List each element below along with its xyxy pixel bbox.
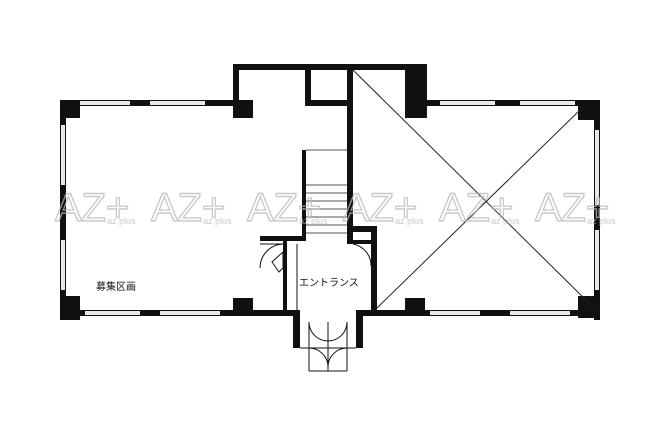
watermark-logo-text: AZ+ (343, 186, 417, 230)
recruitment-area-label: 募集区画 (96, 280, 136, 293)
window-top-left-1 (80, 101, 130, 105)
watermark-logo-text: AZ+ (535, 186, 609, 230)
window-top-left-2 (150, 101, 205, 105)
staircase (306, 149, 347, 234)
window-bottom-left-2 (160, 311, 220, 315)
watermark-sub-text: az plus (395, 216, 424, 226)
column (233, 298, 253, 316)
right-unit (347, 64, 600, 320)
window-right-2 (595, 230, 599, 290)
window-bottom-right-1 (430, 311, 480, 315)
column (578, 296, 600, 318)
column (405, 64, 427, 118)
window-top-right-1 (440, 101, 495, 105)
watermark-sub-text: az plus (203, 216, 232, 226)
watermark-logo-text: AZ+ (55, 186, 129, 230)
watermark-logo: AZ+az plus (246, 185, 328, 230)
window-left-1 (61, 125, 65, 185)
central-core (233, 64, 426, 372)
window-right-1 (595, 130, 599, 205)
watermark-logo: AZ+az plus (534, 185, 616, 230)
void-diagonal (352, 69, 595, 309)
watermark-logo: AZ+az plus (342, 185, 424, 230)
column (60, 100, 80, 118)
window-top-right-2 (520, 101, 575, 105)
window-left-2 (61, 240, 65, 290)
void-diagonal (376, 109, 581, 309)
watermark-sub-text: az plus (491, 216, 520, 226)
watermark-logo: AZ+az plus (150, 185, 232, 230)
watermark-sub-text: az plus (107, 216, 136, 226)
watermark-logo-text: AZ+ (439, 186, 513, 230)
column (578, 100, 600, 120)
watermark-sub-text: az plus (587, 216, 616, 226)
entrance-label: エントランス (299, 277, 359, 289)
watermark-logo: AZ+az plus (54, 185, 136, 230)
watermark-logo-text: AZ+ (151, 186, 225, 230)
entrance-doors (308, 321, 348, 372)
column (60, 296, 80, 320)
window-bottom-right-2 (510, 311, 570, 315)
left-unit (60, 100, 293, 320)
door-leaf (271, 250, 284, 273)
column (405, 298, 425, 316)
watermark-logo: AZ+az plus (438, 185, 520, 230)
watermark-logo-text: AZ+ (247, 186, 321, 230)
window-bottom-left-1 (85, 311, 140, 315)
watermark-sub-text: az plus (299, 216, 328, 226)
